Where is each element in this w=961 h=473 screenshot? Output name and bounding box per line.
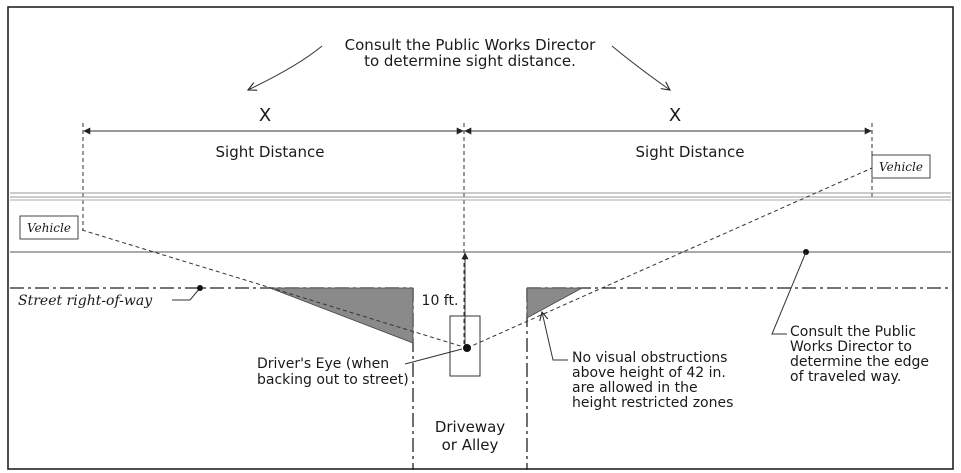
- drivers-eye-label-line1: Driver's Eye (when: [257, 356, 389, 372]
- x-marker-left: X: [259, 105, 271, 126]
- obstructions-note-line2: above height of 42 in.: [572, 365, 726, 381]
- x-marker-right: X: [669, 105, 681, 126]
- obstructions-note-line4: height restricted zones: [572, 395, 733, 411]
- sight-distance-label-left: Sight Distance: [216, 143, 325, 161]
- edge-note-line1: Consult the Public: [790, 324, 916, 340]
- height-restricted-zone-right: [526, 287, 583, 319]
- edge-note-line4: of traveled way.: [790, 369, 901, 385]
- leader-dot: [197, 285, 203, 291]
- drivers-eye-label-line2: backing out to street): [257, 372, 409, 388]
- vehicle-label-right: Vehicle: [879, 160, 923, 174]
- sight-line-right: [466, 167, 873, 349]
- edge-note-line2: Works Director to: [790, 339, 912, 355]
- consult-note-line1: Consult the Public Works Director: [345, 36, 596, 54]
- sight-distance-label-right: Sight Distance: [636, 143, 745, 161]
- note-arrow-left: [248, 45, 323, 90]
- driveway-label-line2: or Alley: [442, 436, 499, 454]
- edge-note-leader: [771, 251, 807, 335]
- obstructions-leader: [542, 312, 568, 361]
- height-restricted-zone-left: [269, 287, 414, 344]
- driveway-vehicle: [449, 315, 481, 377]
- note-arrow-right: [611, 45, 670, 90]
- drivers-eye-leader: [404, 348, 463, 365]
- vehicle-label-left: Vehicle: [27, 221, 71, 235]
- street-right-of-way-label: Street right-of-way: [18, 293, 153, 309]
- consult-note-line2: to determine sight distance.: [364, 52, 576, 70]
- diagram-frame: [7, 6, 954, 470]
- street-right-of-way-leader: [172, 287, 201, 301]
- drivers-eye-point: [463, 344, 471, 352]
- ten-foot-label: 10 ft.: [422, 293, 459, 309]
- vehicle-box-left: [19, 215, 79, 240]
- obstructions-note-line3: are allowed in the: [572, 380, 698, 396]
- obstructions-note-line1: No visual obstructions: [572, 350, 727, 366]
- vehicle-box-right: [871, 154, 931, 179]
- edge-note-line3: determine the edge: [790, 354, 929, 370]
- driveway-label-line1: Driveway: [435, 418, 505, 436]
